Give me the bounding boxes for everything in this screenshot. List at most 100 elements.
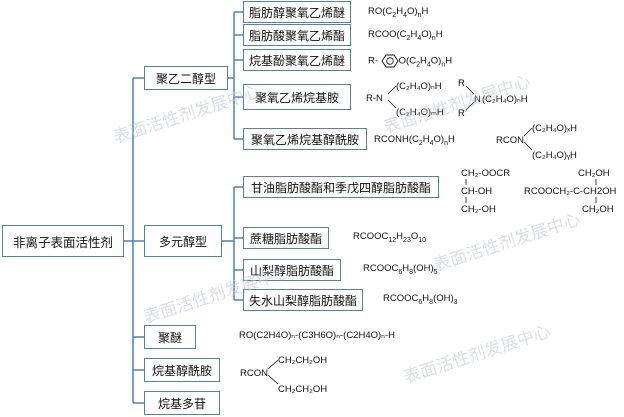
formula-glycerol-ester: CH₂-OOCR CH-OH CH₂-OH (461, 168, 510, 215)
formula-part: (C₂H₄O)ₘH (396, 107, 444, 118)
formula-sub: 2 (416, 61, 420, 69)
formula-sub: 6 (398, 268, 403, 276)
formula-part: R (458, 78, 465, 89)
formula-ethoxylated-alkylamine: R-N (C₂H₄O)ₙH (C₂H₄O)ₘH (366, 81, 444, 118)
item-label: 甘油脂肪酸酯和季戊四醇脂肪酸酯 (250, 180, 431, 195)
category-alkylolamide: 烷基醇酰胺 (144, 358, 220, 382)
formula-part: (C₂H₄O)ₓH (532, 123, 577, 134)
category-polyglycol-label: 聚乙二醇型 (155, 71, 216, 86)
formula-part: RCON (240, 368, 268, 379)
formula-part: H (435, 29, 443, 40)
formula-part: O(C (398, 55, 417, 67)
formula-alkylphenol-ethoxylate: R- O(C2H4O)nH (368, 54, 452, 68)
formula-sub: 8 (409, 268, 414, 276)
formula-part: RCON (496, 135, 524, 146)
item-glycerol-pentaerythritol-ester: 甘油脂肪酸酯和季戊四醇脂肪酸酯 (243, 176, 439, 198)
item-label: 聚氧乙烯烷基胺 (254, 90, 339, 105)
category-polyglycol: 聚乙二醇型 (144, 66, 228, 90)
formula-part: H (410, 29, 418, 40)
item-ethoxylated-alkylamine: 聚氧乙烯烷基胺 (243, 84, 351, 110)
formula-alkylolamide: RCON CH₂CH₂OH CH₂CH₂OH (240, 355, 327, 395)
formula-part: O (410, 231, 419, 242)
formula-sucrose-ester: RCOOC12H23O10 (353, 231, 426, 244)
formula-sub: 23 (403, 236, 411, 244)
formula-part: RO(C (368, 6, 393, 17)
category-alkyl-polyglycoside-label: 烷基多苷 (157, 396, 206, 411)
formula-part: CH₂OH (578, 168, 610, 179)
formula-part: (OH) (433, 293, 454, 304)
formula-fatty-alcohol-ethoxylate: RO(C2H4O)nH (368, 6, 428, 19)
root-label: 非离子表面活性剂 (12, 234, 113, 250)
formula-quaternary-ammonium: R R N (C₂H₄O)ₙH (458, 78, 528, 119)
category-polyol: 多元醇型 (144, 225, 222, 257)
formula-part: RO(C2H4O)ₙ-(C3H6O)ₙ-(C2H4O)ₙ-H (239, 330, 395, 341)
item-ethoxylated-alkylolamide: 聚氧乙烯烷基醇酰胺 (243, 128, 367, 150)
formula-part: RCOOC (353, 231, 389, 242)
formula-part: (C₂H₄O)ₙH (482, 94, 528, 105)
benzene-ring-icon (381, 54, 399, 68)
formula-polyether: RO(C2H4O)ₙ-(C3H6O)ₙ-(C2H4O)ₙ-H (239, 330, 395, 341)
formula-part: H (421, 6, 429, 17)
formula-pentaerythritol-ester: CH₂OH RCOOCH₂-C-CH2OH CH₂OH (524, 168, 616, 215)
formula-part: RCOOC (363, 263, 399, 274)
formula-part: H (422, 293, 430, 304)
item-label: 山梨醇脂肪酸酯 (249, 263, 334, 278)
formula-sub: 4 (429, 139, 434, 147)
formula-part: H (422, 134, 430, 145)
formula-part: H (445, 55, 453, 67)
formula-part: H (448, 134, 455, 145)
formula-sub: n (431, 34, 436, 42)
item-sorbitan-ester: 失水山梨醇脂肪酸酯 (243, 289, 363, 311)
item-label: 脂肪醇聚氧乙烯醚 (248, 5, 345, 20)
formula-sub: 4 (403, 11, 407, 19)
formula-sub: 6 (418, 298, 423, 306)
formula-part: CH₂OH (582, 204, 614, 215)
formula-sub: n (441, 61, 446, 69)
formula-part: RCOO(C (368, 29, 407, 40)
category-alkyl-polyglycoside: 烷基多苷 (144, 391, 220, 415)
root-node: 非离子表面活性剂 (2, 225, 124, 257)
item-label: 蔗糖脂肪酸酯 (249, 231, 322, 246)
item-label: 失水山梨醇脂肪酸酯 (248, 293, 357, 308)
formula-part: (OH) (413, 263, 434, 274)
formula-part: RCOOC (383, 293, 419, 304)
formula-sorbitol-ester: RCOOC6H8(OH)5 (363, 263, 438, 276)
formula-sub: 12 (388, 236, 397, 244)
formula-part: CH-OH (461, 186, 492, 197)
formula-part: R- (368, 55, 379, 67)
formula-part: (C₂H₄O)ₙH (396, 81, 442, 92)
formula-sub: 5 (433, 268, 438, 276)
item-alkylphenol-ethoxylate: 烷基酚聚氧乙烯醚 (243, 49, 351, 71)
item-label: 聚氧乙烯烷基醇酰胺 (250, 132, 359, 147)
formula-part: CH₂CH₂OH (278, 384, 327, 395)
formula-part: O) (430, 55, 442, 67)
formula-part: CH₂-OOCR (461, 168, 510, 179)
formula-part: N (474, 94, 481, 105)
item-sucrose-ester: 蔗糖脂肪酸酯 (243, 227, 329, 249)
item-fatty-acid-ethoxylate: 脂肪酸聚氧乙烯酯 (243, 24, 351, 46)
item-label: 脂肪酸聚氧乙烯酯 (248, 28, 345, 43)
formula-part: (C₂H₄O)ᵧH (532, 150, 577, 161)
category-alkylolamide-label: 烷基醇酰胺 (151, 363, 212, 378)
formula-sub: 3 (453, 298, 458, 306)
formula-ethoxylated-amide-branched: RCON (C₂H₄O)ₓH (C₂H₄O)ᵧH (496, 123, 577, 161)
formula-sub: 8 (429, 298, 434, 306)
formula-sub: 2 (392, 11, 397, 19)
item-label: 烷基酚聚氧乙烯醚 (248, 53, 345, 68)
formula-fatty-acid-ethoxylate: RCOO(C2H4O)nH (368, 29, 443, 42)
formula-part: R-N (366, 93, 383, 104)
formula-part: RCONH(C (374, 134, 419, 145)
formula-part: CH₂CH₂OH (278, 355, 327, 366)
formula-part: O) (406, 6, 418, 17)
formula-sub: n (417, 11, 422, 19)
formula-part: H (396, 231, 404, 242)
formula-sorbitan-ester: RCOOC6H8(OH)3 (383, 293, 458, 306)
category-polyether: 聚醚 (144, 325, 196, 349)
formula-sub: 4 (426, 61, 431, 69)
formula-part: H (402, 263, 410, 274)
formula-part: H (396, 6, 404, 17)
formula-part: RCOOCH₂-C-CH2OH (524, 186, 616, 197)
formula-sub: 4 (417, 34, 422, 42)
